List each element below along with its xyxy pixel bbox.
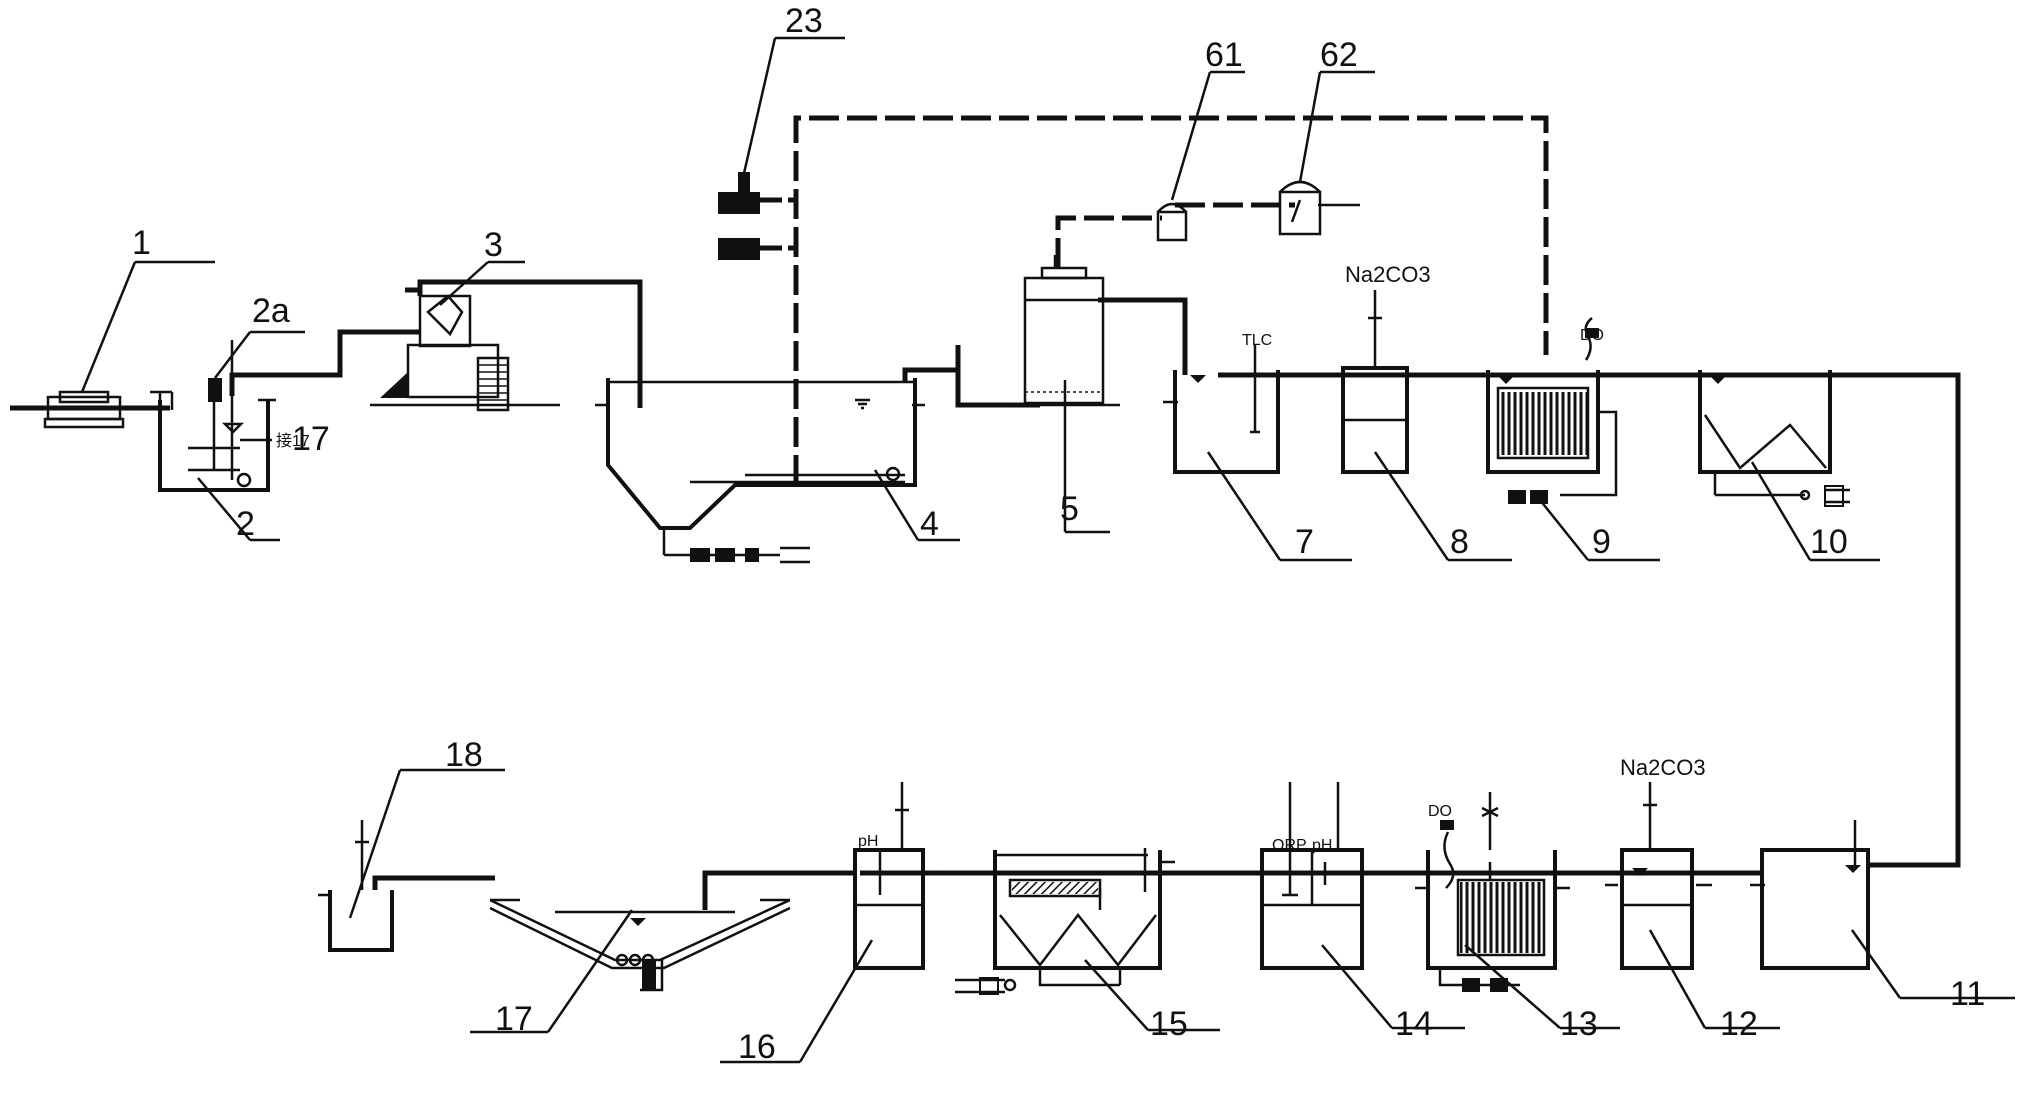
leader-8 <box>1373 451 1450 561</box>
leader-23 <box>740 37 777 183</box>
label-8: 8 <box>1450 523 1469 561</box>
unit-18-outlet-tank <box>318 820 394 952</box>
label-61: 61 <box>1205 36 1243 74</box>
leader-14 <box>1321 944 1393 1029</box>
unit-9-mbr: DO <box>1486 317 1618 504</box>
unit-23-blowers <box>718 172 760 260</box>
leader-2 <box>197 477 251 541</box>
pipe-4-to-5 <box>902 345 1040 408</box>
label-14: 14 <box>1395 1005 1433 1043</box>
pipe-16-to-17 <box>702 870 855 910</box>
leader-4 <box>873 469 920 541</box>
label-5: 5 <box>1060 490 1079 528</box>
label-12: 12 <box>1720 1005 1758 1043</box>
leader-11 <box>1850 929 1902 999</box>
label-na2co3-bottom: Na2CO3 <box>1620 755 1706 780</box>
pipe-5-to-7 <box>1098 297 1188 375</box>
leader-7 <box>1206 451 1282 561</box>
label-na2co3-top: Na2CO3 <box>1345 262 1431 287</box>
label-23: 23 <box>785 2 823 40</box>
label-17: 17 <box>495 1000 533 1038</box>
unit-11-tank <box>1750 820 1870 970</box>
label-4: 4 <box>920 505 939 543</box>
unit-8-tank <box>1341 290 1409 474</box>
label-17-arrow: 17 <box>292 420 330 458</box>
label-9: 9 <box>1592 523 1611 561</box>
unit-14-tank: ORP pH <box>1260 782 1364 970</box>
probe-14-tag-b: pH <box>1312 837 1332 854</box>
label-2: 2 <box>236 505 255 543</box>
leader-12 <box>1648 929 1707 1029</box>
label-18: 18 <box>445 736 483 774</box>
unit-13-mbr: DO <box>1415 792 1570 992</box>
probe-16-tag: pH <box>858 833 878 850</box>
unit-2-tank <box>150 340 276 492</box>
label-16: 16 <box>738 1028 776 1066</box>
probe-14-tag-a: ORP <box>1272 837 1307 854</box>
gas-pipe-5-to-62 <box>1055 202 1295 268</box>
unit-15-settler <box>955 848 1175 995</box>
air-header-pipe <box>760 115 1549 485</box>
unit-1-screen <box>10 390 170 429</box>
label-62: 62 <box>1320 36 1358 74</box>
label-15: 15 <box>1150 1005 1188 1043</box>
leader-9 <box>1539 499 1589 561</box>
leader-1 <box>80 261 137 393</box>
label-3: 3 <box>484 226 503 264</box>
leader-61 <box>1170 71 1212 201</box>
label-7: 7 <box>1295 523 1314 561</box>
unit-61-gas-treatment <box>1156 202 1188 242</box>
leader-16 <box>798 939 874 1063</box>
unit-62-gas-treatment <box>1278 180 1322 236</box>
leader-17 <box>546 909 634 1033</box>
unit-2a-pump <box>208 330 305 402</box>
leader-18 <box>348 769 402 919</box>
unit-12-tank <box>1605 782 1712 970</box>
annotation-to-17: 接17 <box>276 432 310 450</box>
label-1: 1 <box>132 224 151 262</box>
unit-10-settler <box>1698 370 1850 507</box>
pipe-3-to-4 <box>417 279 643 408</box>
leader-62 <box>1298 71 1322 183</box>
unit-3-filter-press <box>370 287 560 412</box>
probe-9-tag: DO <box>1580 327 1604 344</box>
pipe-2-to-3 <box>229 329 420 396</box>
label-10: 10 <box>1810 523 1848 561</box>
leader-10 <box>1750 461 1812 561</box>
pipe-17-to-18 <box>372 875 495 890</box>
unit-7-tank: TLC <box>1163 332 1280 474</box>
probe-13-tag: DO <box>1428 803 1452 820</box>
label-2a: 2a <box>252 292 290 330</box>
label-13: 13 <box>1560 1005 1598 1043</box>
leader-15 <box>1084 959 1149 1031</box>
label-11: 11 <box>1950 975 1985 1013</box>
unit-17-wetland <box>489 898 791 992</box>
probe-7-tag: TLC <box>1242 332 1272 349</box>
unit-16-tank: pH <box>853 782 940 970</box>
leader-13 <box>1464 944 1561 1029</box>
